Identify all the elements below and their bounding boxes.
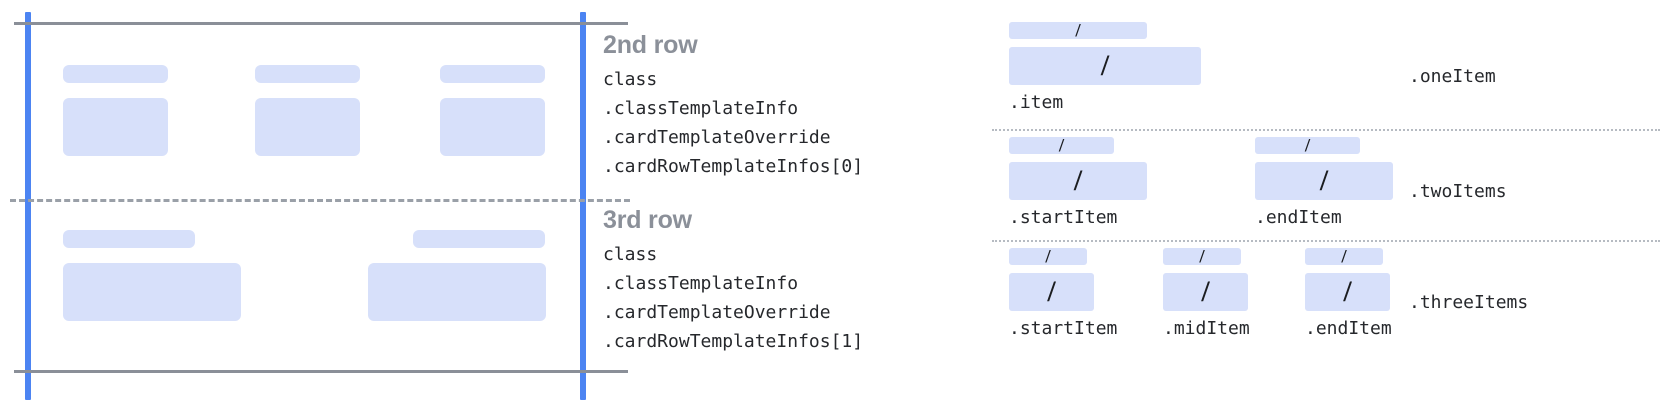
annotation-title: 2nd row — [603, 31, 698, 59]
variant-one-item: / / .item .oneItem — [985, 20, 1676, 128]
slash-icon: / — [1045, 246, 1051, 267]
slot-caption-placeholder: / — [1009, 246, 1087, 267]
slash-icon: / — [1047, 275, 1056, 308]
annotation-code-path: class .classTemplateInfo .cardTemplateOv… — [603, 243, 864, 353]
slot-body-placeholder: / — [1305, 273, 1390, 311]
slash-icon: / — [1058, 135, 1065, 156]
row3-item1-body-placeholder — [63, 263, 241, 321]
variant-divider-dotted — [992, 240, 1660, 242]
slot-body-placeholder: / — [1255, 162, 1393, 200]
slot-label: .startItem — [1009, 318, 1118, 339]
slot-body-placeholder: / — [1163, 273, 1248, 311]
slot-body-placeholder: / — [1009, 273, 1094, 311]
slot-label: .startItem — [1009, 207, 1118, 228]
annotation-column: 2nd row class .classTemplateInfo .cardTe… — [603, 0, 983, 412]
card-top-rule — [14, 22, 628, 25]
slot-label: .midItem — [1163, 318, 1250, 339]
annotation-second-row: 2nd row class .classTemplateInfo .cardTe… — [603, 30, 863, 182]
slash-icon: / — [1201, 275, 1210, 308]
annotation-title: 3rd row — [603, 206, 692, 234]
slash-icon: / — [1304, 135, 1311, 156]
row2-item2-caption-placeholder — [255, 65, 360, 83]
card-bottom-rule — [14, 370, 628, 373]
slot-item: / / .item — [1009, 20, 1201, 113]
row3-item2-body-placeholder — [368, 263, 546, 321]
slot-end-item: / / .endItem — [1305, 246, 1392, 339]
slot-caption-placeholder: / — [1009, 135, 1114, 156]
annotation-third-row: 3rd row class .classTemplateInfo .cardTe… — [603, 205, 863, 357]
row3-item1-caption-placeholder — [63, 230, 195, 248]
slash-icon: / — [1343, 275, 1352, 308]
card-layout-mock — [0, 0, 640, 412]
variant-name-label: .oneItem — [1409, 66, 1496, 87]
row-divider-dashed — [10, 199, 630, 202]
slot-mid-item: / / .midItem — [1163, 246, 1250, 339]
variant-divider-dotted — [992, 129, 1660, 131]
slot-label: .endItem — [1255, 207, 1342, 228]
slash-icon: / — [1341, 246, 1347, 267]
slash-icon: / — [1073, 164, 1083, 197]
slot-label: .item — [1009, 92, 1064, 113]
row2-item1-caption-placeholder — [63, 65, 168, 83]
slash-icon: / — [1199, 246, 1205, 267]
slot-body-placeholder: / — [1009, 47, 1201, 85]
slot-label: .endItem — [1305, 318, 1392, 339]
slot-body-placeholder: / — [1009, 162, 1147, 200]
variant-name-label: .twoItems — [1409, 181, 1507, 202]
variant-three-items: / / .startItem / / .midItem / — [985, 246, 1676, 358]
slash-icon: / — [1100, 49, 1110, 82]
slot-caption-placeholder: / — [1009, 20, 1147, 41]
slot-end-item: / / .endItem — [1255, 135, 1393, 228]
slash-icon: / — [1075, 20, 1081, 41]
row3-item2-caption-placeholder — [413, 230, 545, 248]
slot-start-item: / / .startItem — [1009, 246, 1118, 339]
variant-name-label: .threeItems — [1409, 292, 1529, 313]
vertical-guide-end-icon — [580, 12, 586, 400]
variant-two-items: / / .startItem / / .endItem .twoItems — [985, 135, 1676, 242]
vertical-guide-start-icon — [25, 12, 31, 400]
slot-caption-placeholder: / — [1163, 246, 1241, 267]
row2-item3-body-placeholder — [440, 98, 545, 156]
slot-caption-placeholder: / — [1255, 135, 1360, 156]
slot-caption-placeholder: / — [1305, 246, 1383, 267]
row2-item2-body-placeholder — [255, 98, 360, 156]
row2-item3-caption-placeholder — [440, 65, 545, 83]
item-variants-column: / / .item .oneItem / / .startItem — [985, 0, 1676, 412]
slash-icon: / — [1319, 164, 1329, 197]
row2-item1-body-placeholder — [63, 98, 168, 156]
slot-start-item: / / .startItem — [1009, 135, 1147, 228]
annotation-code-path: class .classTemplateInfo .cardTemplateOv… — [603, 68, 864, 178]
